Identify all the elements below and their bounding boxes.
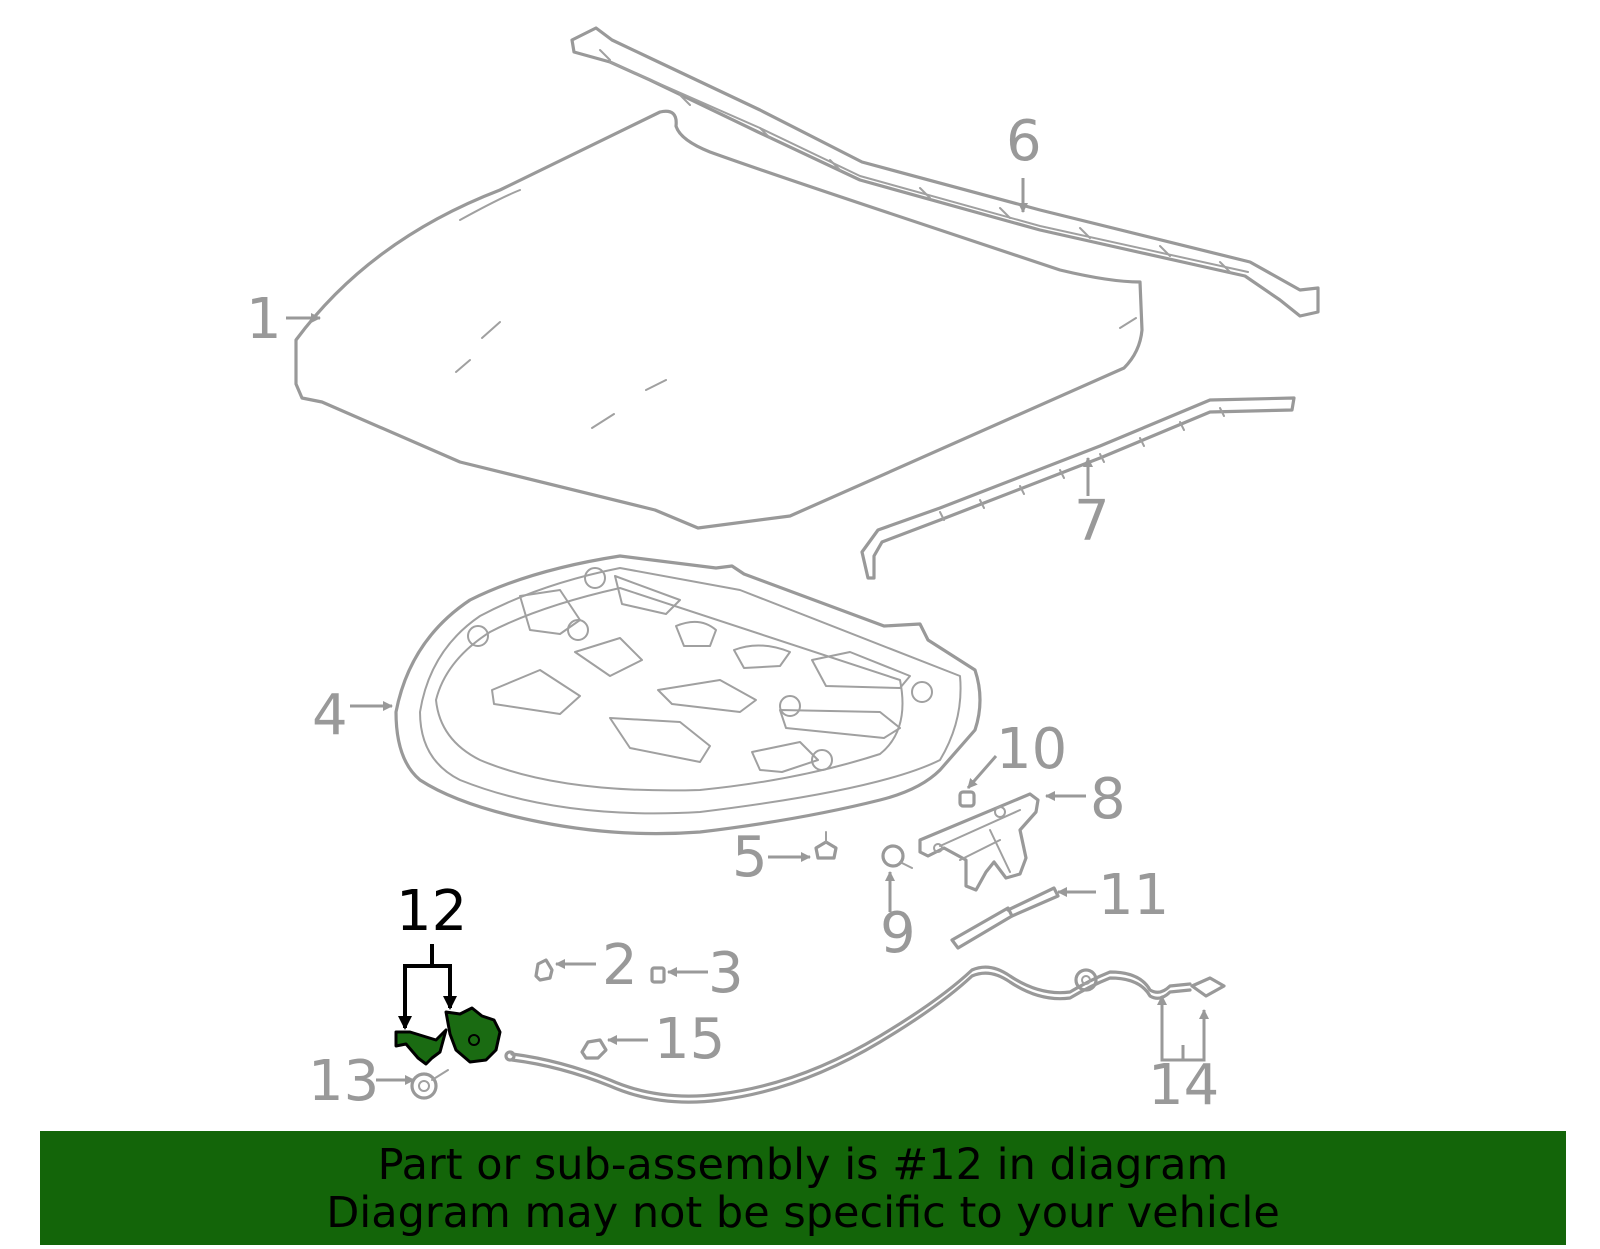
- footer-line-2: Diagram may not be specific to your vehi…: [326, 1188, 1280, 1238]
- callout-12: 12: [396, 879, 467, 944]
- callout-10: 10: [996, 717, 1067, 782]
- callout-6: 6: [1006, 109, 1042, 174]
- part-1-hood-panel: [294, 109, 1144, 530]
- part-14-release-cable: [504, 965, 1226, 1104]
- part-6-hood-seal: [570, 26, 1320, 318]
- callout-5: 5: [732, 825, 768, 890]
- callout-15: 15: [654, 1007, 725, 1072]
- callout-11: 11: [1098, 863, 1169, 928]
- callout-2: 2: [602, 933, 638, 998]
- parts-diagram: 1 6 7 4 10 8 5 11 9 12 2 3 15 13 14: [246, 26, 1320, 1118]
- footer-banner: Part or sub-assembly is #12 in diagram D…: [40, 1131, 1566, 1245]
- part-13-nut: [410, 1069, 449, 1100]
- callout-3: 3: [708, 941, 744, 1006]
- part-11-gas-strut: [950, 886, 1060, 950]
- part-4-insulator: [394, 554, 982, 836]
- part-9-bolt: [881, 844, 913, 869]
- callout-7: 7: [1074, 489, 1110, 554]
- callout-14: 14: [1148, 1053, 1219, 1118]
- callout-leaders: [286, 178, 1209, 1085]
- callout-13: 13: [308, 1049, 379, 1114]
- part-10-bumper: [958, 790, 976, 808]
- part-7-front-seal: [860, 396, 1296, 580]
- part-12-hood-latch: [394, 1006, 502, 1066]
- part-8-hinge: [918, 792, 1040, 892]
- part-15-bolt: [580, 1038, 608, 1060]
- callout-1: 1: [246, 287, 282, 352]
- part-3-clip: [650, 966, 666, 984]
- callout-4: 4: [312, 683, 348, 748]
- callout-8: 8: [1090, 767, 1126, 832]
- callout-12-leaders: [398, 944, 457, 1030]
- part-5-push-pin: [814, 831, 838, 860]
- footer-line-1: Part or sub-assembly is #12 in diagram: [377, 1140, 1229, 1190]
- callout-9: 9: [880, 901, 916, 966]
- part-2-clip: [534, 958, 554, 982]
